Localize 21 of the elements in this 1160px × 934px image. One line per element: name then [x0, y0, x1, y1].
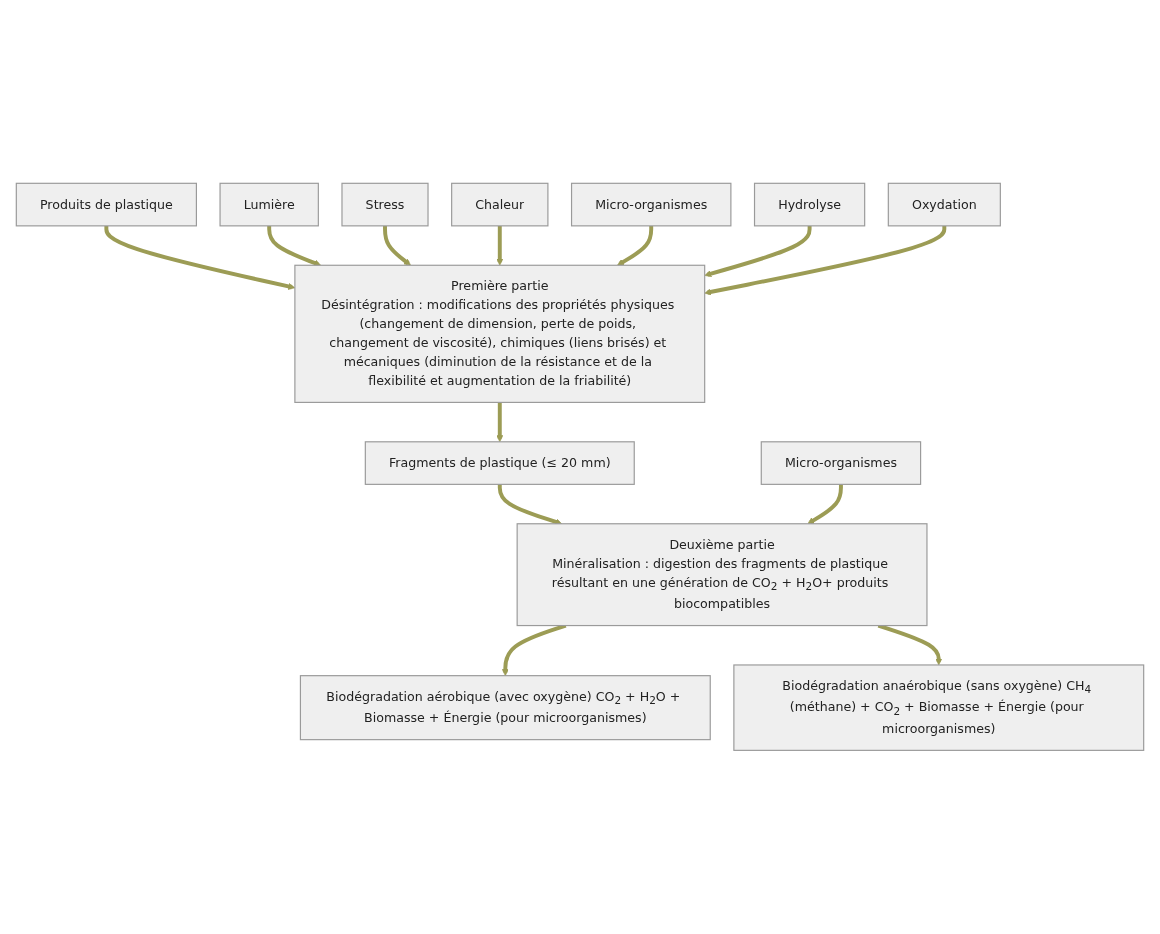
node-box: Biodégradation aérobique (avec oxygène) CO$_{2}$ + H$_{2}$O + Biomasse + Énergie (pour microorganismes) [299, 675, 711, 741]
arrow [267, 226, 321, 267]
node-box: Chaleur [451, 182, 549, 227]
node-box: Oxydation [887, 182, 1001, 227]
node-box: Deuxième partie Minéralisation : digestion des fragments de plastique résultant en une génération de CO$_{2}$ + H$_{2}$O+ produits biocompatibles [516, 523, 928, 627]
node-box: Produits de plastique [15, 182, 197, 227]
node-box: Biodégradation anaérobique (sans oxygène) CH$_{4}$ (méthane) + CO$_{2}$ + Biomasse + Énergie (pour microorganismes) [733, 664, 1145, 752]
arrow [807, 484, 843, 525]
node-box: Hydrolyse [753, 182, 866, 227]
arrow [617, 226, 654, 266]
arrow [496, 402, 504, 443]
node-box: Micro-organismes [570, 182, 732, 227]
node-box: Micro-organismes [760, 441, 922, 486]
arrow [704, 226, 812, 278]
node-box: Lumière [219, 182, 319, 227]
arrow [496, 226, 504, 266]
node-box: Première partie Désintégration : modifications des propriétés physiques (changement de dimension, perte de poids, changement de viscosité), chimiques (liens brisés) et mécaniques (diminution de la résistance et de la flexibilité et augmentation de la friabilité) [294, 264, 706, 404]
node-box: Fragments de plastique (≤ 20 mm) [364, 441, 635, 486]
arrow [383, 226, 411, 266]
arrow [704, 226, 947, 296]
node-box: Stress [341, 182, 429, 227]
